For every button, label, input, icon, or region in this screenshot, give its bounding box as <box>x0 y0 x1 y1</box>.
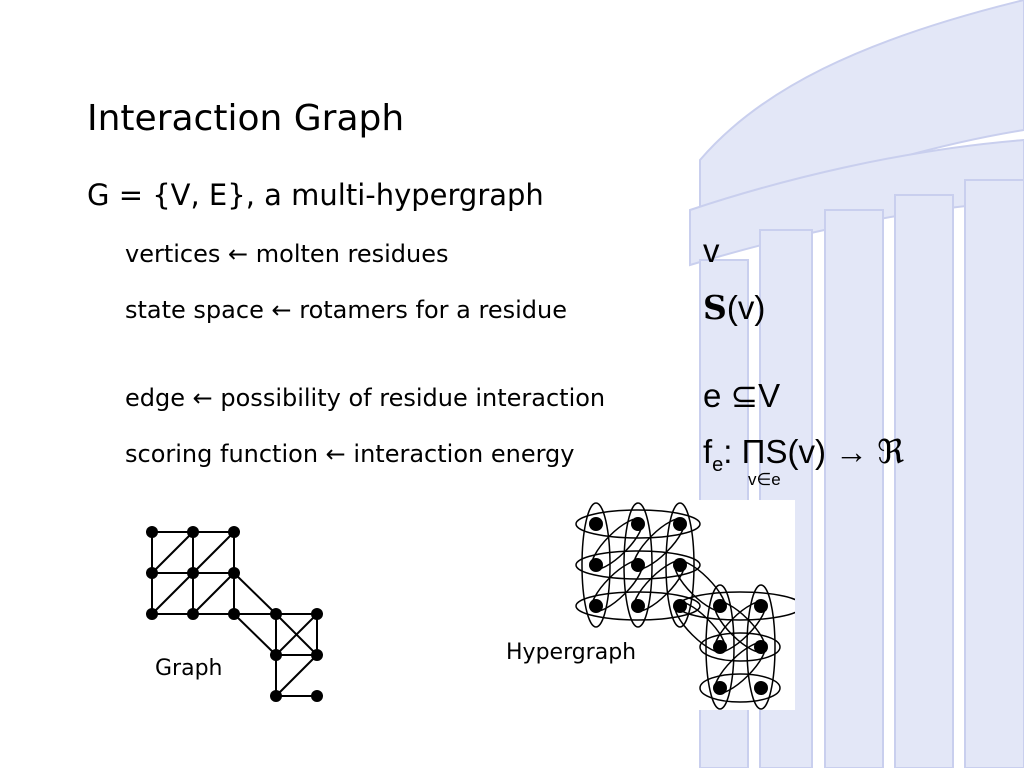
math-f: f <box>703 433 713 470</box>
row-state-space: state space ← rotamers for a residue <box>125 296 567 324</box>
graph-caption: Graph <box>155 656 223 681</box>
math-product-index: v∈e <box>748 470 781 489</box>
math-f-body: : ΠS(v) → ℜ <box>723 433 905 470</box>
arrow-left-icon: ← <box>271 296 292 324</box>
row-edge: edge ← possibility of residue interactio… <box>125 384 605 412</box>
row-meaning: possibility of residue interaction <box>220 384 606 412</box>
row-term: edge <box>125 384 185 412</box>
row-term: vertices <box>125 240 221 268</box>
arrow-left-icon: ← <box>325 440 346 468</box>
graph-diagram <box>146 526 323 702</box>
math-scoring: fe: ΠS(v) → ℜ <box>703 432 904 477</box>
math-f-subscript: e <box>712 454 724 476</box>
row-scoring-function: scoring function ← interaction energy <box>125 440 574 468</box>
slide-subtitle: G = {V, E}, a multi-hypergraph <box>87 178 544 212</box>
row-meaning: interaction energy <box>353 440 575 468</box>
arrow-left-icon: ← <box>192 384 213 412</box>
row-meaning: rotamers for a residue <box>299 296 567 324</box>
row-vertices: vertices ← molten residues <box>125 240 449 268</box>
math-vertex: v <box>703 232 720 269</box>
state-symbol: S <box>703 288 727 327</box>
arrow-left-icon: ← <box>228 240 249 268</box>
row-term: state space <box>125 296 264 324</box>
slide-title: Interaction Graph <box>87 98 405 139</box>
row-meaning: molten residues <box>255 240 449 268</box>
math-edge: e ⊆V <box>703 377 781 414</box>
state-arg: (v) <box>726 289 766 326</box>
hypergraph-caption: Hypergraph <box>506 640 637 665</box>
row-term: scoring function <box>125 440 319 468</box>
math-state-space: S(v) <box>703 288 765 327</box>
hypergraph-diagram <box>570 500 795 710</box>
